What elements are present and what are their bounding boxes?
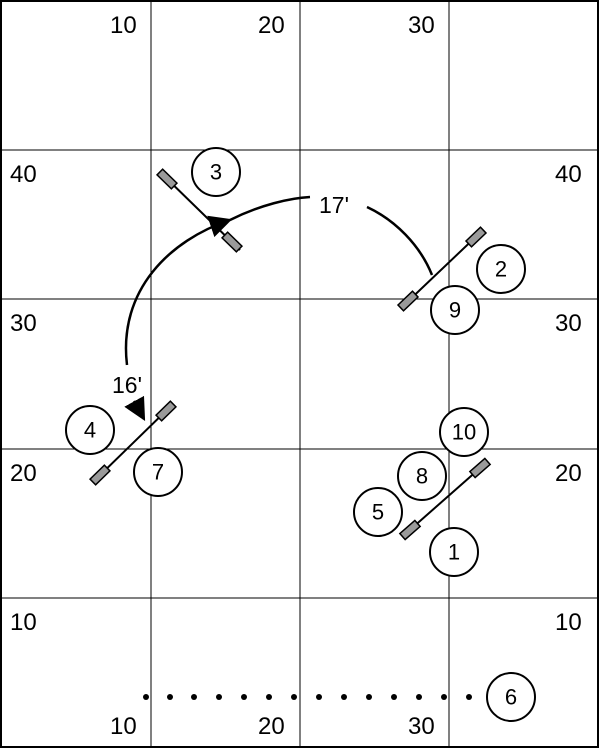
obstacle-marker-1: 1 [429, 527, 479, 577]
svg-text:9: 9 [449, 298, 461, 323]
svg-text:6: 6 [505, 685, 517, 710]
svg-text:1: 1 [448, 540, 460, 565]
scale-label-left: 20 [10, 460, 37, 487]
scale-label-bottom: 10 [110, 713, 137, 740]
scale-label-right: 30 [555, 310, 582, 337]
dotted-line [143, 694, 472, 700]
obstacle-markers: 1 2 3 4 5 6 7 8 [65, 147, 536, 722]
paths [124, 195, 434, 421]
poles [88, 168, 492, 541]
scale-label-top: 30 [408, 12, 435, 39]
pole [398, 457, 492, 541]
obstacle-marker-5: 5 [353, 487, 403, 537]
scale-label-bottom: 20 [258, 713, 285, 740]
svg-text:3: 3 [210, 160, 222, 185]
svg-text:4: 4 [84, 418, 96, 443]
scale-label-bottom: 30 [408, 713, 435, 740]
svg-text:5: 5 [372, 500, 384, 525]
distance-label-16: 16' [112, 372, 142, 398]
scale-label-right: 40 [555, 161, 582, 188]
svg-text:10: 10 [452, 420, 476, 445]
pole [88, 400, 178, 486]
path-arrow-16 [124, 395, 146, 421]
scale-label-right: 10 [555, 609, 582, 636]
obstacle-marker-10: 10 [439, 407, 489, 457]
obstacle-marker-6: 6 [486, 672, 536, 722]
obstacle-marker-2: 2 [476, 244, 526, 294]
scale-label-left: 10 [10, 609, 37, 636]
scale-label-top: 20 [258, 12, 285, 39]
scale-label-top: 10 [110, 12, 137, 39]
path-arc-right [366, 205, 434, 276]
svg-text:2: 2 [495, 257, 507, 282]
scale-label-right: 20 [555, 460, 582, 487]
svg-text:7: 7 [152, 460, 164, 485]
pole [396, 226, 488, 312]
obstacle-marker-8: 8 [397, 451, 447, 501]
svg-text:8: 8 [416, 464, 428, 489]
obstacle-marker-9: 9 [430, 285, 480, 335]
obstacle-marker-4: 4 [65, 405, 115, 455]
distance-label-17: 17' [319, 192, 349, 218]
pole [155, 168, 244, 253]
scale-label-left: 40 [10, 161, 37, 188]
scale-label-left: 30 [10, 310, 37, 337]
scale-labels: 10 20 30 10 20 30 40 30 20 10 40 30 20 1… [10, 12, 582, 740]
path-arc-left [124, 215, 233, 366]
obstacle-marker-7: 7 [133, 447, 183, 497]
obstacle-marker-3: 3 [191, 147, 241, 197]
path-arc-top [229, 195, 311, 222]
